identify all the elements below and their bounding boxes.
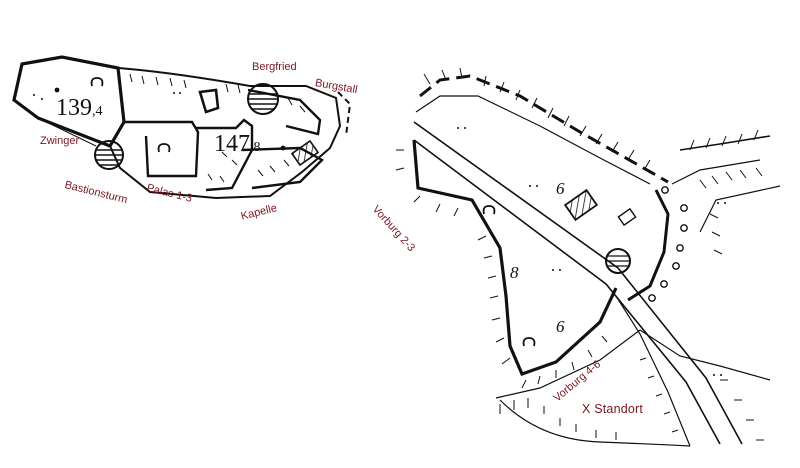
elevation-dot-core	[280, 145, 286, 151]
west-slope-hatching	[13, 99, 97, 147]
south-valley-edge	[495, 295, 691, 447]
spring-symbol-vorburg-south	[522, 337, 536, 347]
east-valley	[671, 159, 781, 233]
east-slope-strokes	[689, 129, 763, 255]
elevation-core-decimal: ,8	[250, 140, 261, 155]
bergfried-tower-lines	[248, 93, 278, 110]
vorburg-number-6-top: 6	[556, 179, 565, 198]
spring-symbol-palas	[157, 143, 171, 153]
north-slope-strokes	[423, 67, 651, 171]
vorburg-gate-tower-lines	[606, 255, 630, 267]
spring-symbol-vorburg-north	[482, 205, 496, 215]
elevation-dot-west	[54, 87, 60, 93]
kapelle-wall	[241, 146, 324, 190]
north-slope-edge	[415, 95, 651, 185]
inner-enclosure	[196, 118, 254, 192]
south-east-ridge	[639, 329, 771, 381]
terrain-dots-west	[33, 92, 181, 100]
west-castle	[12, 55, 352, 200]
road-north-edge	[413, 121, 743, 445]
vorburg	[395, 67, 781, 447]
west-slope-strokes	[395, 149, 608, 389]
road-south-edge	[413, 139, 721, 445]
bastionsturm-tower-lines	[95, 149, 123, 166]
south-hill-outline	[499, 399, 691, 447]
vorburg-hatched-building	[563, 188, 599, 222]
elevation-west-decimal: ,4	[92, 104, 103, 119]
palas-walls	[124, 120, 200, 178]
east-court-wall	[247, 88, 322, 136]
vorburg-number-6-bottom: 6	[556, 317, 565, 336]
elevation-147-8: 147,8	[214, 132, 261, 156]
vorburg-north-dashed-wall	[419, 74, 669, 184]
elevation-west-main: 139	[56, 95, 92, 121]
label-zwinger: Zwinger	[40, 135, 80, 147]
kapelle-hatched-block	[290, 139, 320, 167]
terrain-dots-vorburg	[457, 127, 726, 376]
label-standort: X Standort	[582, 402, 644, 416]
east-slope-edge	[679, 135, 771, 151]
vorburg-east-wall	[627, 189, 670, 302]
south-slope-strokes	[499, 357, 764, 441]
spring-symbol-west	[90, 77, 104, 87]
label-bergfried: Bergfried	[252, 61, 297, 73]
core-outline	[109, 67, 342, 200]
elevation-139-4: 139,4	[56, 96, 103, 120]
palisade-posts	[648, 186, 688, 302]
burgstall-edge	[337, 91, 352, 137]
vorburg-west-wall	[412, 139, 618, 377]
vorburg-number-8: 8	[510, 263, 519, 282]
vorburg-small-building	[617, 207, 637, 227]
elevation-core-main: 147	[214, 131, 250, 157]
bergfried-court	[198, 88, 220, 114]
